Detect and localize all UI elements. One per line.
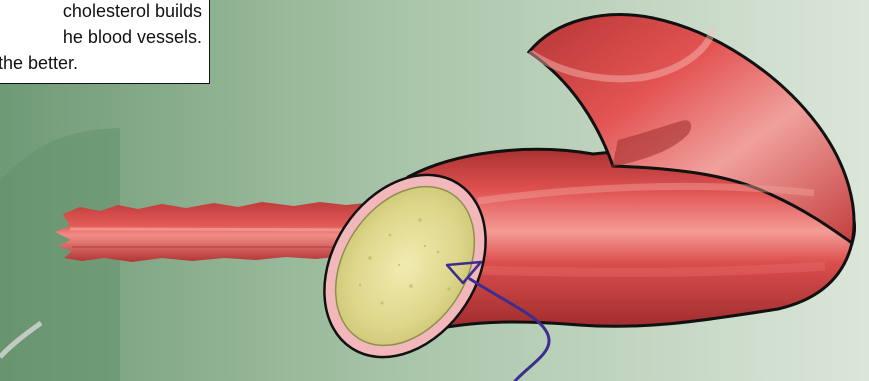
caption-line-3: the better. [0, 52, 78, 74]
caption-box: cholesterol builds he blood vessels. the… [0, 0, 210, 84]
caption-line-2: he blood vessels. [63, 26, 202, 48]
caption-line-1: cholesterol builds [63, 0, 202, 22]
